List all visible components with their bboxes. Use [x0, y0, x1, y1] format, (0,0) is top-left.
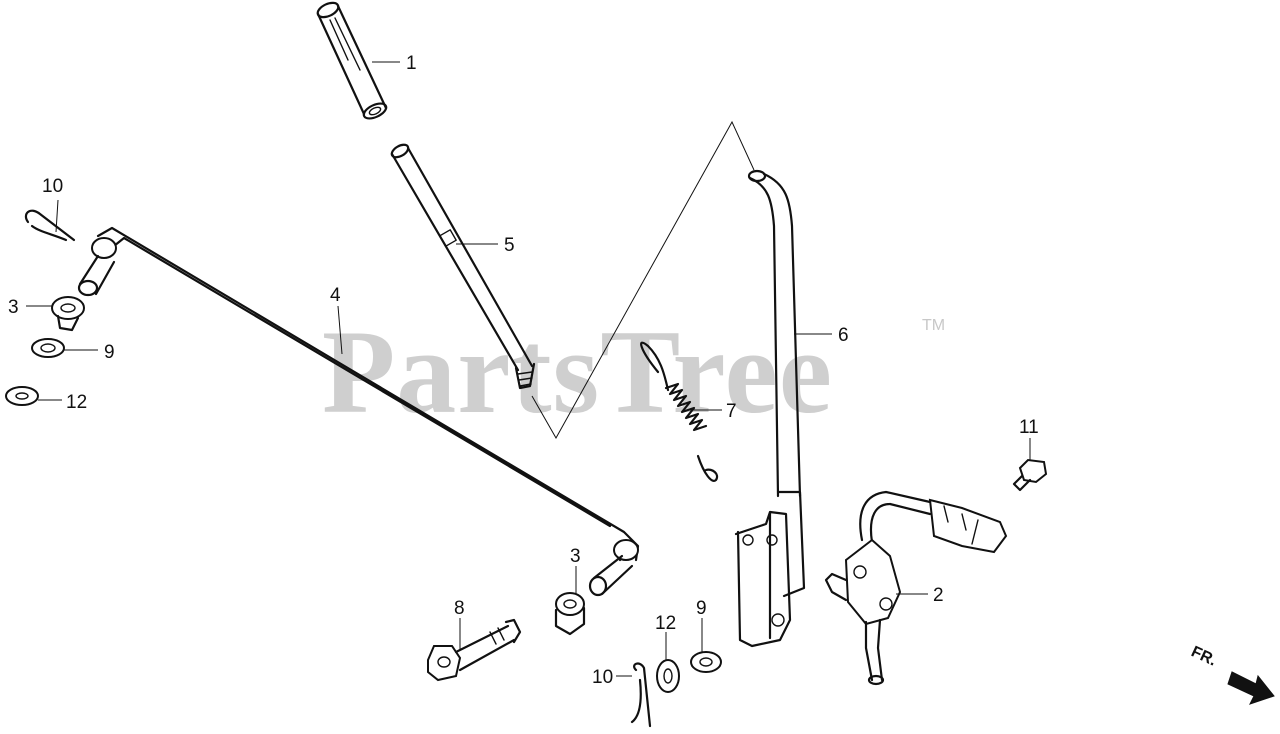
part-12-washer-left[interactable] — [5, 386, 39, 406]
svg-text:12: 12 — [655, 613, 676, 634]
part-1-grip[interactable] — [315, 0, 388, 122]
callout-3-right: 3 — [570, 546, 581, 594]
part-2-switch[interactable] — [824, 490, 1008, 686]
svg-text:12: 12 — [66, 392, 87, 413]
part-12-washer-bottom[interactable] — [656, 659, 680, 693]
callout-4: 4 — [330, 285, 343, 355]
part-6-lever[interactable] — [734, 169, 806, 648]
svg-text:1: 1 — [406, 53, 417, 74]
part-9-washer-left[interactable] — [31, 338, 65, 358]
arrow-right-down-icon — [1227, 671, 1275, 705]
callout-2: 2 — [896, 585, 944, 606]
svg-text:9: 9 — [104, 342, 115, 363]
callout-6: 6 — [794, 325, 849, 346]
svg-text:11: 11 — [1019, 417, 1039, 438]
callout-8: 8 — [454, 598, 465, 650]
part-10-clip-bottom[interactable] — [630, 662, 652, 728]
svg-text:2: 2 — [933, 585, 944, 606]
callout-11: 11 — [1019, 417, 1039, 460]
callout-12-bottom: 12 — [655, 613, 676, 660]
part-7-spring[interactable] — [640, 341, 719, 482]
callout-10-bottom: 10 — [592, 667, 632, 688]
watermark-text: PartsTree — [322, 305, 833, 438]
svg-text:4: 4 — [330, 285, 341, 306]
part-9-washer-bottom[interactable] — [690, 651, 722, 673]
callout-10-top: 10 — [42, 176, 63, 233]
part-3-bushing-left[interactable] — [51, 296, 85, 332]
svg-text:3: 3 — [8, 297, 19, 318]
callout-7: 7 — [690, 401, 737, 422]
part-8-bolt[interactable] — [427, 618, 522, 682]
callout-9-left: 9 — [64, 342, 115, 363]
svg-text:10: 10 — [42, 176, 63, 197]
callout-3-left: 3 — [8, 297, 52, 318]
front-direction-label: FR. — [1188, 643, 1219, 669]
svg-text:5: 5 — [504, 235, 515, 256]
svg-text:7: 7 — [726, 401, 737, 422]
callout-5: 5 — [456, 235, 515, 256]
part-5-rod[interactable] — [390, 142, 536, 390]
front-direction-marker: FR. — [1188, 643, 1275, 705]
callout-1: 1 — [372, 53, 417, 74]
part-4-bar[interactable] — [77, 226, 640, 597]
part-11-screw[interactable] — [1012, 458, 1048, 492]
part-10-clip-left[interactable] — [24, 209, 76, 242]
connector-zigzag — [531, 120, 755, 440]
svg-text:8: 8 — [454, 598, 465, 619]
callout-12-left: 12 — [38, 392, 87, 413]
callout-9-bottom: 9 — [696, 598, 707, 652]
svg-text:10: 10 — [592, 667, 613, 688]
part-3-bushing-right[interactable] — [554, 592, 586, 636]
svg-text:9: 9 — [696, 598, 707, 619]
svg-text:6: 6 — [838, 325, 849, 346]
watermark-trademark: TM — [922, 317, 945, 334]
svg-text:3: 3 — [570, 546, 581, 567]
